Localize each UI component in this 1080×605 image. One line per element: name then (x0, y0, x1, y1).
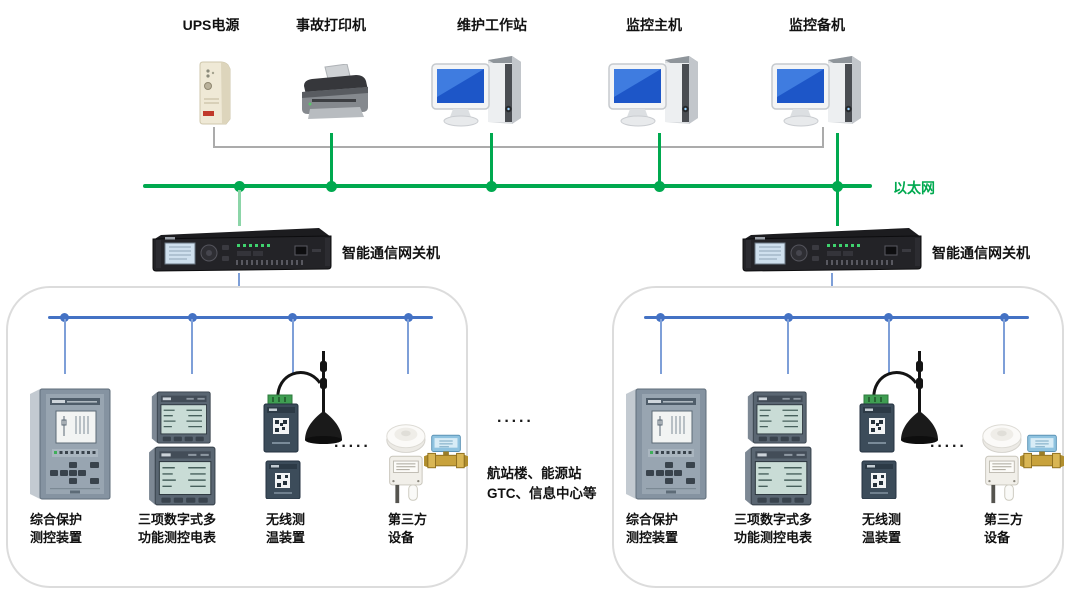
left-device-group: ····· 综合保护 测控装置 三项数字式多 功能测控电表 无线测 温装置 第三… (8, 285, 460, 590)
ethernet-node-dot (486, 181, 497, 192)
device-label-line: 功能测控电表 (138, 530, 217, 545)
left-gateway-label: 智能通信网关机 (342, 245, 440, 261)
power-meter-icon (150, 390, 212, 445)
printer-icon (298, 64, 372, 126)
label-ups: UPS电源 (182, 17, 240, 33)
third-party-devices-icon (978, 418, 1064, 506)
field-bus-dot (784, 313, 793, 322)
right-device-group: ····· 综合保护 测控装置 三项数字式多 功能测控电表 无线测 温装置 第三… (604, 285, 1056, 590)
field-bus-dot (884, 313, 893, 322)
protection-relay-icon (26, 387, 114, 502)
device-label-line: 无线测 (862, 512, 902, 527)
field-bus-dot (288, 313, 297, 322)
device-label-line: 第三方 (984, 512, 1024, 527)
field-bus-line (48, 316, 433, 319)
ellipsis-dots: ····· (930, 438, 967, 455)
device-label-line: 测控装置 (30, 530, 83, 545)
label-workstation: 维护工作站 (457, 17, 527, 33)
device-label-line: 综合保护 (626, 512, 679, 527)
device-label-protection: 综合保护 测控装置 (30, 511, 82, 547)
field-device-drop (64, 319, 66, 374)
ellipsis-dots: ····· (497, 413, 534, 430)
field-bus-dot (1000, 313, 1009, 322)
middle-note-line: 航站楼、能源站 (487, 466, 582, 481)
workstation-computer-icon (428, 52, 528, 132)
workstation-ethernet-drop (490, 133, 493, 187)
device-label-meter: 三项数字式多 功能测控电表 (734, 511, 812, 547)
ethernet-label: 以太网 (893, 180, 935, 196)
right-gateway-label: 智能通信网关机 (932, 245, 1030, 261)
ethernet-node-dot (234, 181, 245, 192)
ellipsis-dots: ····· (334, 438, 371, 455)
wireless-temp-sensor-icon (858, 351, 938, 499)
label-monitor-host: 监控主机 (626, 17, 682, 33)
label-printer: 事故打印机 (296, 17, 366, 33)
device-label-thirdparty: 第三方 设备 (984, 511, 1023, 547)
power-meter-icon (147, 445, 217, 507)
device-label-line: 测控装置 (626, 530, 679, 545)
wireless-temp-sensor-icon (262, 351, 342, 499)
device-label-line: 三项数字式多 (138, 512, 217, 527)
ups-drop-line (213, 127, 215, 148)
device-label-line: 设备 (388, 530, 415, 545)
third-party-devices-icon (382, 418, 468, 506)
middle-note-line: GTC、信息中心等 (487, 486, 597, 501)
device-label-line: 温装置 (266, 530, 306, 545)
label-monitor-backup: 监控备机 (789, 17, 845, 33)
device-connector-line (213, 146, 824, 148)
protection-relay-icon (622, 387, 710, 502)
device-label-line: 无线测 (266, 512, 306, 527)
field-device-drop (660, 319, 662, 374)
middle-note: 航站楼、能源站 GTC、信息中心等 (487, 464, 597, 504)
field-bus-dot (60, 313, 69, 322)
field-device-drop (888, 319, 890, 374)
field-bus-dot (656, 313, 665, 322)
monitor-backup-computer-icon (768, 52, 868, 132)
power-meter-icon (746, 390, 808, 445)
field-bus-dot (188, 313, 197, 322)
field-device-drop (191, 319, 193, 374)
backup-gateway-ethernet-drop (836, 133, 839, 226)
device-label-line: 三项数字式多 (734, 512, 813, 527)
left-gateway-ethernet-drop (238, 190, 241, 226)
device-label-wireless: 无线测 温装置 (862, 511, 901, 547)
device-label-thirdparty: 第三方 设备 (388, 511, 427, 547)
ethernet-bus-line (143, 184, 872, 188)
field-device-drop (787, 319, 789, 374)
ethernet-node-dot (326, 181, 337, 192)
field-bus-dot (404, 313, 413, 322)
printer-ethernet-drop (330, 133, 333, 187)
device-label-meter: 三项数字式多 功能测控电表 (138, 511, 216, 547)
device-label-line: 第三方 (388, 512, 428, 527)
field-device-drop (1003, 319, 1005, 374)
field-bus-line (644, 316, 1029, 319)
backup-drop-line (822, 127, 824, 148)
device-label-line: 功能测控电表 (734, 530, 813, 545)
device-label-protection: 综合保护 测控装置 (626, 511, 678, 547)
device-label-wireless: 无线测 温装置 (266, 511, 305, 547)
device-label-line: 综合保护 (30, 512, 83, 527)
device-label-line: 设备 (984, 530, 1011, 545)
ethernet-node-dot (654, 181, 665, 192)
field-device-drop (407, 319, 409, 374)
ethernet-node-dot (832, 181, 843, 192)
field-device-drop (292, 319, 294, 374)
right-gateway-icon (735, 226, 925, 274)
device-label-line: 温装置 (862, 530, 902, 545)
host-ethernet-drop (658, 133, 661, 187)
monitor-host-computer-icon (605, 52, 705, 132)
ups-icon (192, 60, 240, 126)
power-meter-icon (743, 445, 813, 507)
left-gateway-icon (145, 226, 335, 274)
